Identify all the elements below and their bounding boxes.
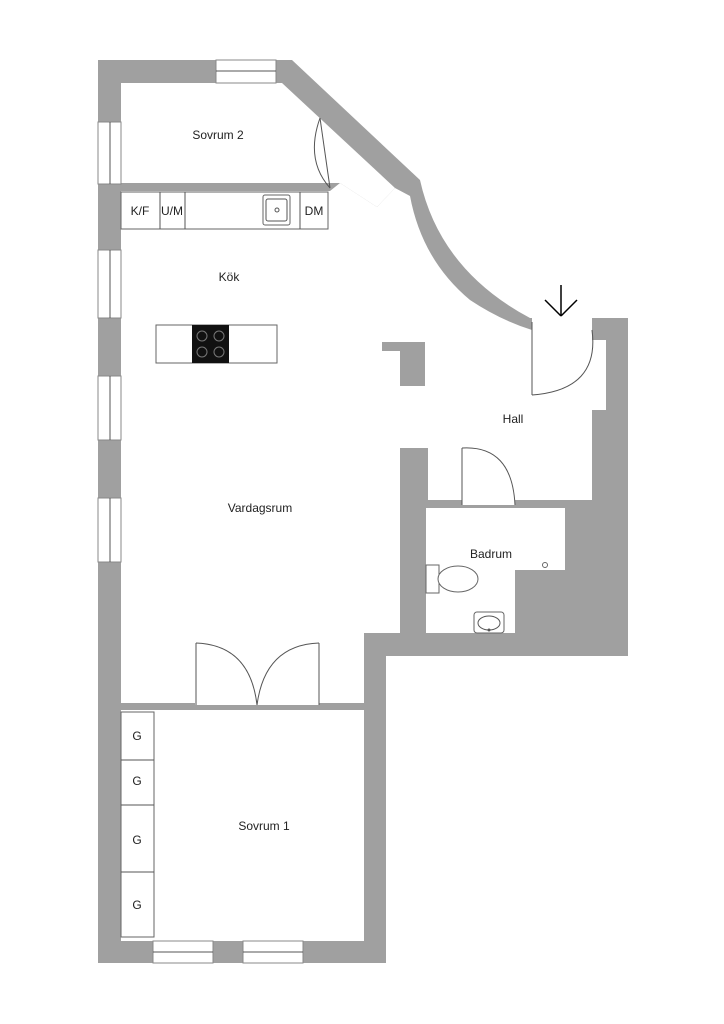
kitchen-unit-um: U/M [161, 204, 183, 218]
toilet-icon [425, 564, 479, 594]
pillar [382, 342, 425, 386]
door-sovrum2 [319, 117, 331, 189]
windows [97, 59, 304, 964]
floor-badrum [426, 508, 565, 633]
sink-icon [262, 194, 291, 226]
doors [195, 117, 594, 706]
kitchen-counter: K/F U/M DM [120, 191, 329, 230]
wardrobe-label: G [132, 729, 141, 743]
wardrobe [120, 711, 155, 938]
counter [120, 191, 329, 230]
wardrobes: G G G G [120, 711, 155, 938]
floor-areas [121, 83, 606, 941]
room-label-vardagsrum: Vardagsrum [228, 501, 292, 515]
wardrobe-label: G [132, 833, 141, 847]
room-label-badrum: Badrum [470, 547, 512, 561]
washbasin-icon [473, 611, 505, 634]
kitchen-island [155, 324, 278, 364]
door-sovrum1 [195, 642, 320, 706]
faucet-icon [542, 562, 548, 568]
room-label-sovrum1: Sovrum 1 [238, 819, 290, 833]
entrance-arrow-icon [544, 285, 578, 317]
bathroom-fixtures [425, 562, 548, 634]
stove-icon [192, 325, 229, 363]
wardrobe-label: G [132, 898, 141, 912]
floor-sovrum2 [121, 83, 395, 207]
room-label-hall: Hall [503, 412, 524, 426]
room-label-sovrum2: Sovrum 2 [192, 128, 244, 142]
wardrobe-label: G [132, 774, 141, 788]
kitchen-unit-dm: DM [305, 204, 324, 218]
room-labels: Sovrum 2 Kök Vardagsrum Hall Badrum Sovr… [192, 128, 523, 833]
room-label-kok: Kök [219, 270, 241, 284]
floor-living [121, 183, 606, 705]
kitchen-unit-kf: K/F [131, 204, 150, 218]
floor-sovrum1 [121, 710, 364, 941]
